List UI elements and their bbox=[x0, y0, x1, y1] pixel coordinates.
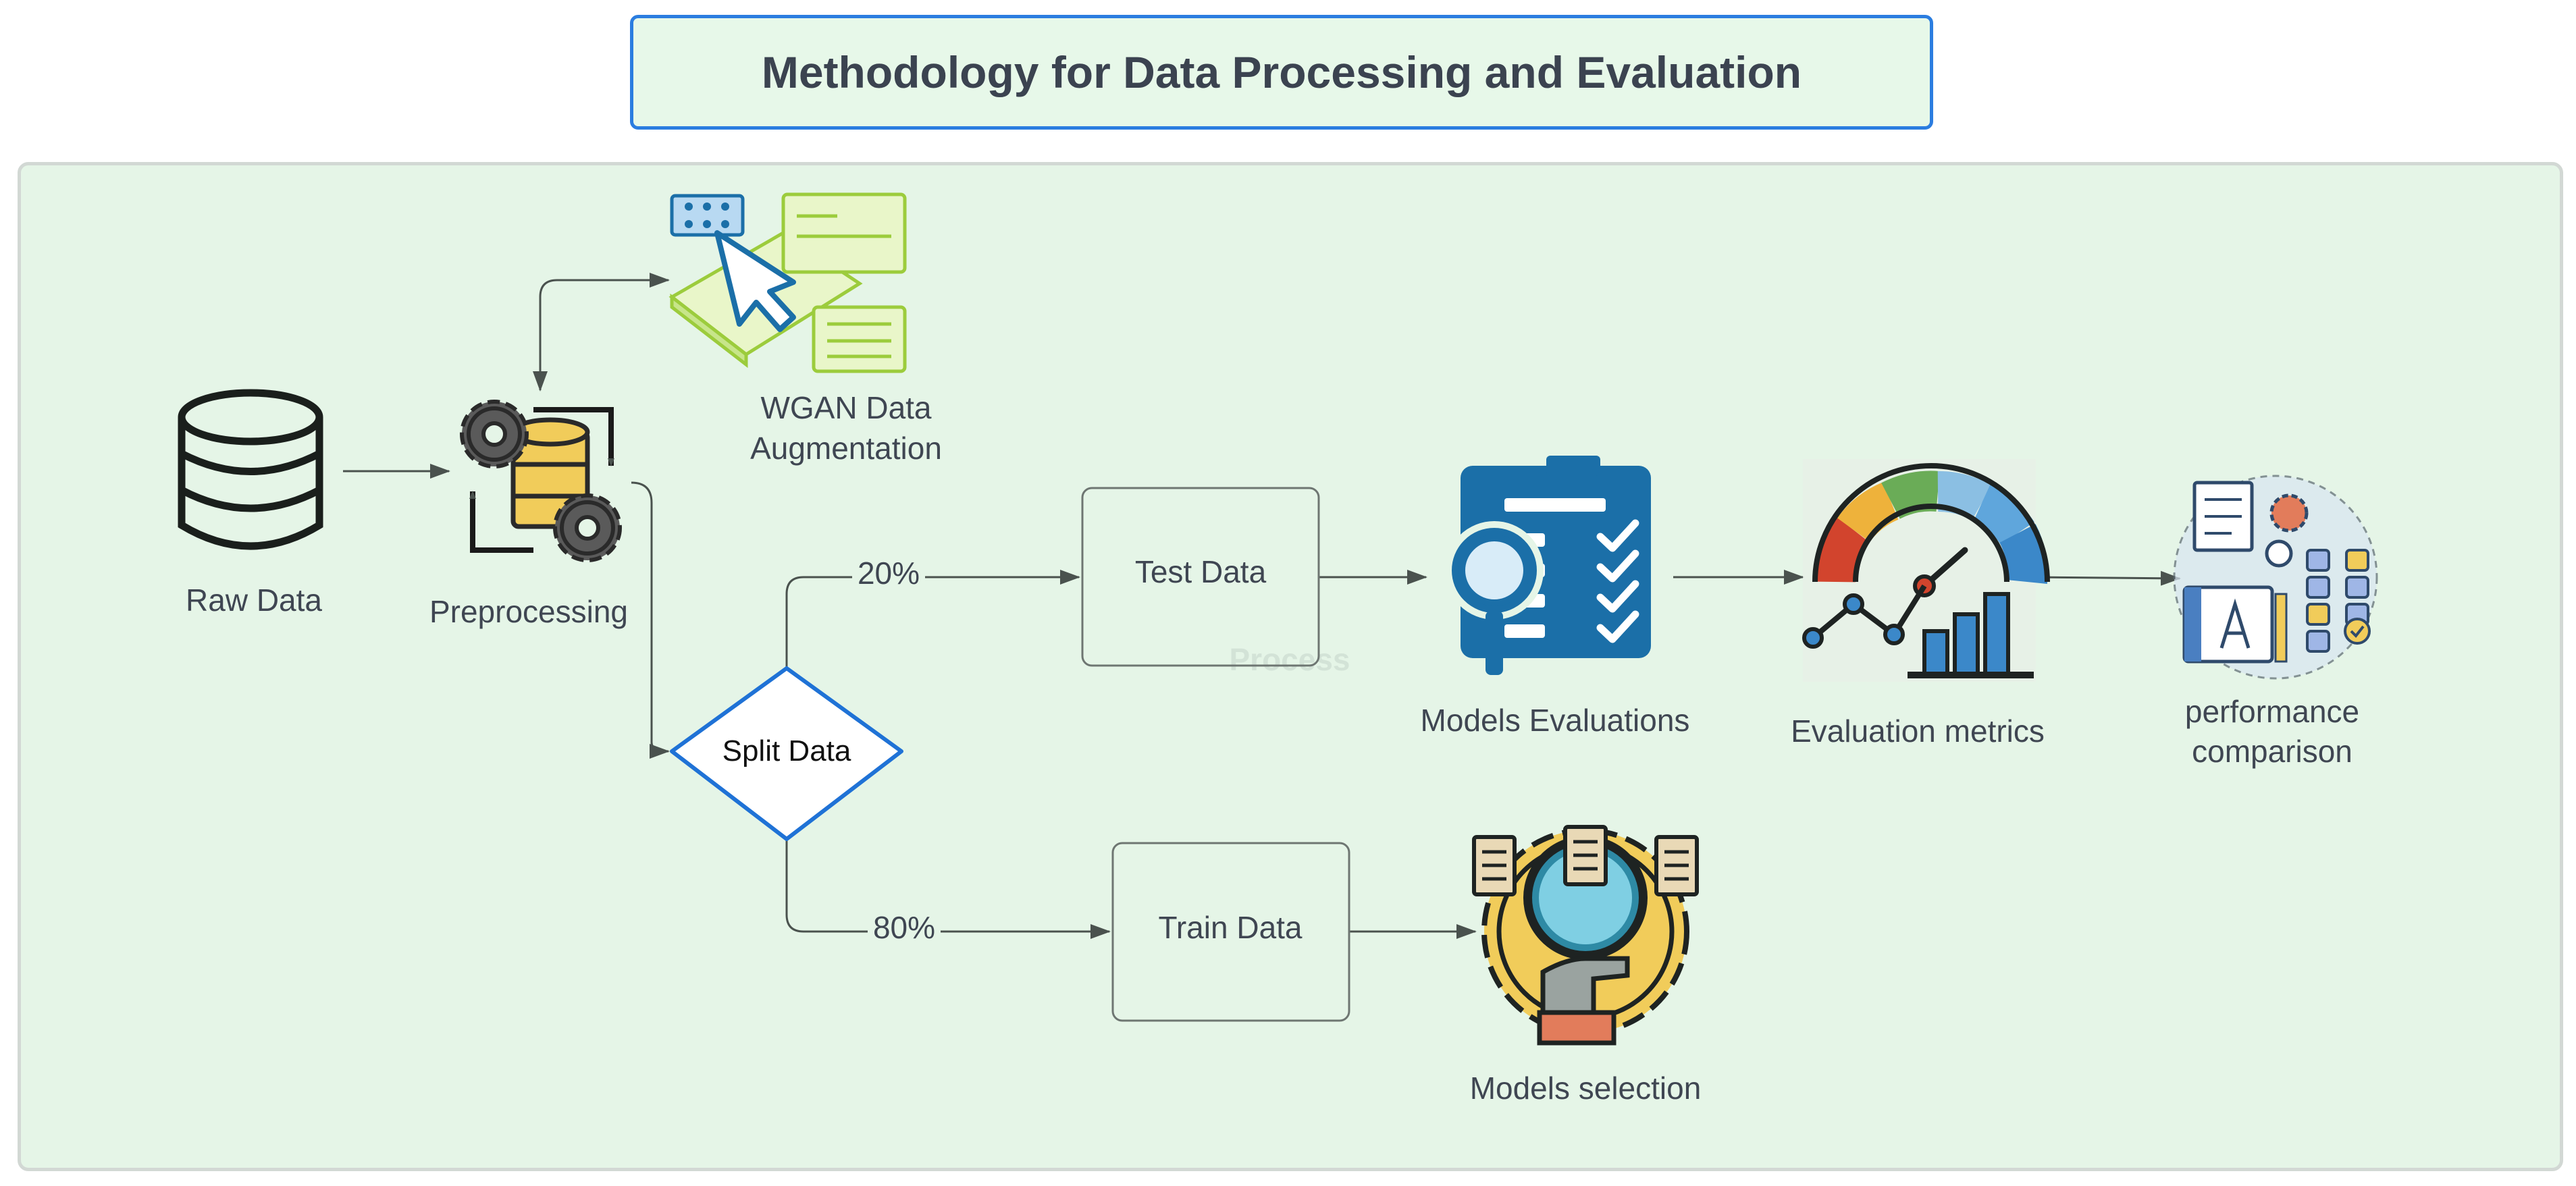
process-watermark: Process bbox=[1229, 642, 1350, 677]
gears-database-icon bbox=[460, 400, 622, 562]
edge-label-bg-80 bbox=[868, 908, 941, 948]
wgan-label-line2: Augmentation bbox=[750, 431, 942, 466]
edge-label-80: 80% bbox=[873, 910, 935, 945]
edge-metrics-to-comparison bbox=[2032, 570, 2181, 586]
split-data-diamond bbox=[670, 666, 903, 841]
database-icon bbox=[178, 389, 323, 550]
clipboard-magnifier-icon bbox=[1445, 456, 1651, 675]
train-data-label: Train Data bbox=[1158, 910, 1302, 945]
title-box: Methodology for Data Processing and Eval… bbox=[630, 15, 1933, 130]
edge-label-bg-20 bbox=[852, 554, 925, 594]
models-evaluations-label: Models Evaluations bbox=[1421, 703, 1690, 738]
edge-label-20: 20% bbox=[858, 556, 920, 591]
page-title: Methodology for Data Processing and Eval… bbox=[761, 47, 1802, 97]
magnifier-gear-icon bbox=[1472, 825, 1699, 1046]
edge-preprocessing-to-split bbox=[631, 481, 670, 759]
edge-split-to-train bbox=[785, 839, 1111, 939]
data-augmentation-icon bbox=[668, 192, 907, 373]
preprocessing-label: Preprocessing bbox=[429, 594, 628, 629]
models-selection-label: Models selection bbox=[1470, 1071, 1702, 1106]
edge-preprocessing-to-wgan bbox=[539, 273, 670, 388]
evaluation-metrics-label: Evaluation metrics bbox=[1791, 713, 2045, 749]
split-data-label: Split Data bbox=[722, 734, 851, 767]
gauge-chart-icon bbox=[1802, 459, 2050, 682]
train-data-box bbox=[1111, 842, 1350, 1022]
raw-data-label: Raw Data bbox=[186, 583, 322, 618]
workflow-comparison-icon bbox=[2173, 475, 2378, 680]
test-data-box bbox=[1081, 487, 1320, 667]
edge-split-to-test bbox=[785, 570, 1080, 668]
performance-label-line2: comparison bbox=[2192, 734, 2352, 769]
performance-label-line1: performance bbox=[2185, 694, 2359, 729]
connectors bbox=[343, 273, 2181, 939]
test-data-label: Test Data bbox=[1135, 554, 1267, 589]
wgan-label-line1: WGAN Data bbox=[760, 390, 931, 425]
